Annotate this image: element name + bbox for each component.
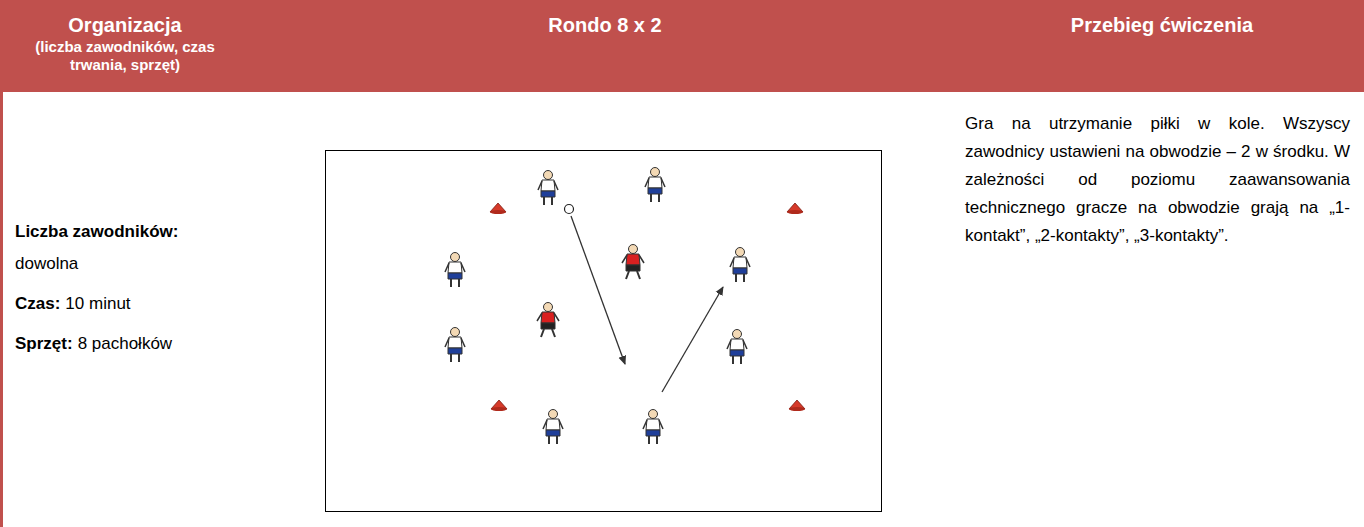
defender	[622, 245, 644, 280]
header-subtitle: (liczba zawodników, czas trwania, sprzęt…	[15, 38, 235, 74]
header-title: Przebieg ćwiczenia	[1071, 12, 1253, 38]
field-name: Liczba zawodników:	[15, 218, 178, 246]
field-name: Sprzęt:	[15, 330, 73, 358]
player	[645, 168, 665, 203]
pass-arrow	[662, 287, 723, 392]
player	[538, 171, 558, 206]
header-title: Organizacja	[68, 12, 181, 38]
description: Gra na utrzymanie piłki w kole. Wszyscy …	[965, 110, 1350, 250]
header-cell: Rondo 8 x 2	[250, 0, 960, 92]
player	[445, 253, 465, 288]
defender	[537, 303, 559, 338]
cone	[787, 203, 803, 214]
pitch-frame	[326, 151, 882, 512]
field-value: dowolna	[15, 250, 78, 278]
player	[543, 410, 563, 445]
header-title: Rondo 8 x 2	[548, 12, 661, 38]
header-cell: Organizacja(liczba zawodników, czas trwa…	[0, 0, 250, 92]
field-value: 8 pachołków	[78, 330, 173, 358]
player	[730, 248, 750, 283]
cone	[789, 400, 805, 411]
header-cell: Przebieg ćwiczenia	[960, 0, 1364, 92]
player	[445, 328, 465, 363]
cone	[491, 400, 507, 411]
field-value: 10 minut	[65, 290, 130, 318]
table-border	[0, 92, 3, 527]
pass-arrow	[571, 216, 625, 364]
field-name: Czas:	[15, 290, 60, 318]
cone	[490, 203, 506, 214]
ball	[565, 205, 574, 214]
player	[643, 410, 663, 445]
player	[727, 330, 747, 365]
